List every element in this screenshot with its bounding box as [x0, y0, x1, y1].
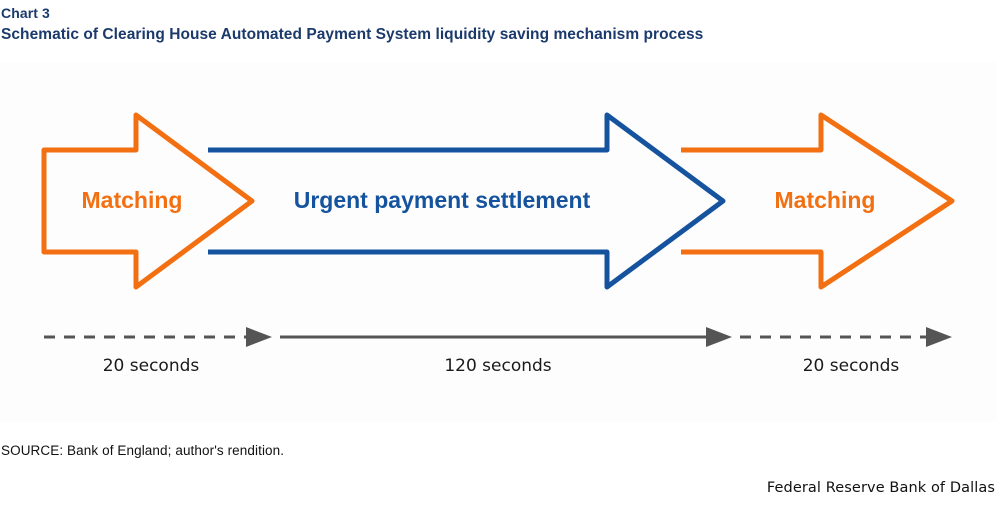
chart-header: Chart 3 Schematic of Clearing House Auto… — [0, 0, 997, 45]
figure-panel: Matching Urgent payment settlement Match… — [0, 62, 997, 422]
timeline-label-segment-3: 20 seconds — [802, 356, 900, 376]
stage3-matching-arrow — [681, 112, 955, 290]
timeline-arrowhead-2 — [706, 327, 732, 347]
stage2-urgent-payment-arrow — [208, 112, 726, 290]
timeline-arrowhead-3 — [926, 327, 952, 347]
stage1-matching-arrow — [41, 112, 255, 290]
timeline-label-segment-2: 120 seconds — [444, 356, 552, 376]
chart-number-label: Chart 3 — [1, 5, 50, 21]
source-note: SOURCE: Bank of England; author's rendit… — [1, 443, 285, 458]
timeline-label-segment-1: 20 seconds — [102, 356, 200, 376]
organization-note: Federal Reserve Bank of Dallas — [766, 480, 995, 496]
page-title: Schematic of Clearing House Automated Pa… — [1, 26, 704, 43]
timeline-arrowhead-1 — [246, 327, 272, 347]
process-diagram-svg — [41, 112, 955, 347]
